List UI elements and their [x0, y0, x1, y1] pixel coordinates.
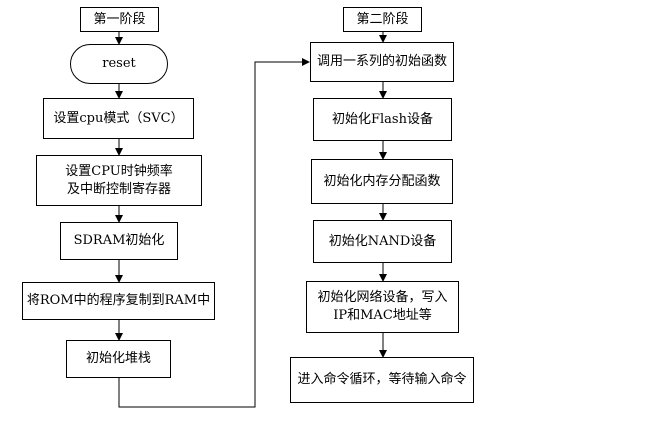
- sdram-init-step: SDRAM初始化: [60, 222, 178, 260]
- copy-rom-to-ram-step: 将ROM中的程序复制到RAM中: [22, 282, 215, 320]
- init-stack-step: 初始化堆栈: [66, 340, 171, 378]
- init-network-line2: IP和MAC地址等: [333, 308, 432, 323]
- command-loop-step: 进入命令循环，等待输入命令: [290, 357, 474, 403]
- init-network-line1: 初始化网络设备，写入: [317, 290, 448, 305]
- set-cpu-clock-line2: 及中断控制寄存器: [66, 181, 171, 197]
- init-network-step: 初始化网络设备，写入 IP和MAC地址等: [306, 281, 459, 333]
- set-cpu-mode-step: 设置cpu模式（SVC）: [43, 98, 194, 139]
- set-cpu-clock-step: 设置CPU时钟频率 及中断控制寄存器: [36, 155, 202, 206]
- call-init-functions-step: 调用一系列的初始函数: [310, 42, 454, 82]
- arrow-stage1-to-stage2: [118, 58, 310, 408]
- init-flash-step: 初始化Flash设备: [313, 98, 452, 141]
- stage1-header: 第一阶段: [80, 7, 159, 32]
- set-cpu-clock-line1: 设置CPU时钟频率: [65, 163, 173, 179]
- init-nand-step: 初始化NAND设备: [313, 220, 452, 263]
- init-mem-alloc-step: 初始化内存分配函数: [311, 159, 453, 204]
- reset-terminal: reset: [70, 44, 168, 84]
- stage2-header: 第二阶段: [343, 7, 422, 32]
